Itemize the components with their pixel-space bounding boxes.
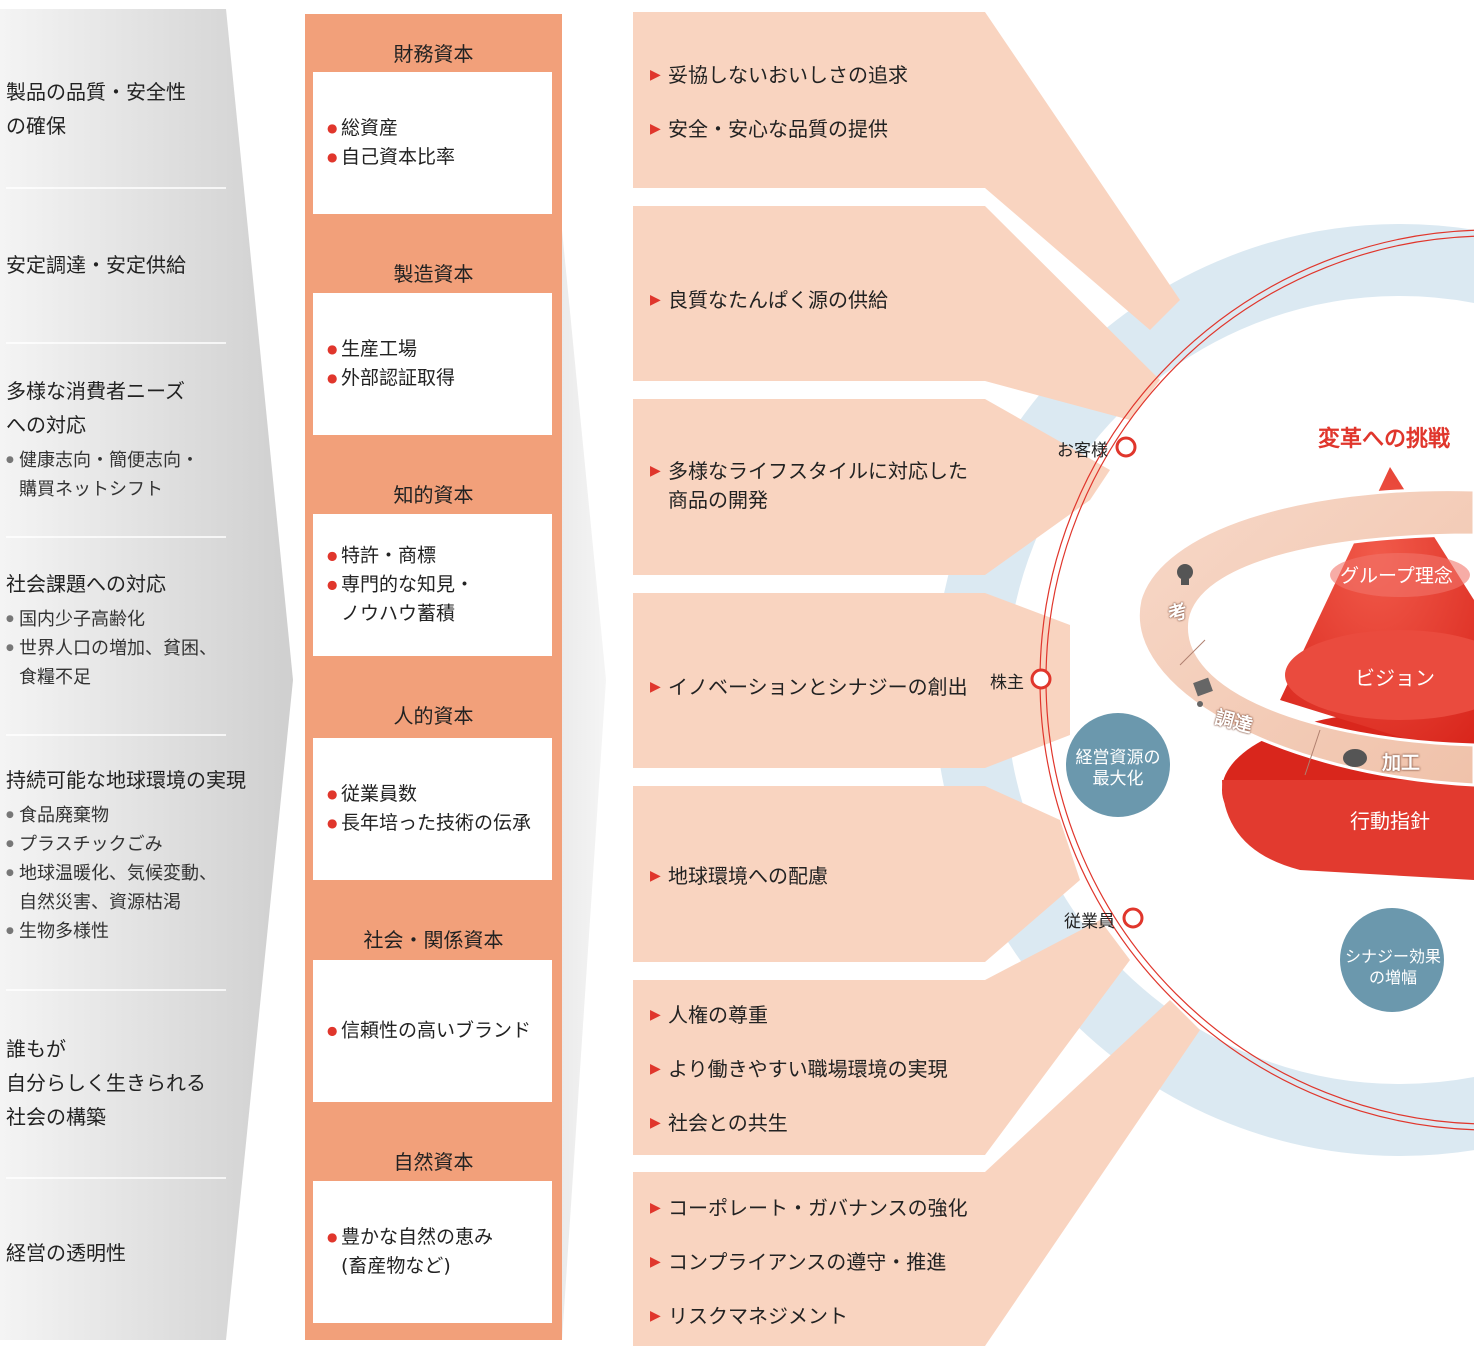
bubble-left [1066,713,1170,817]
issue-subitem: 健康志向・簡便志向・ 購買ネットシフト [6,446,276,504]
sausage-icon [1343,749,1367,767]
vision-label: ビジョン [1355,666,1435,690]
issue-block: 社会課題への対応国内少子高齢化世界人口の増加、貧困、 食糧不足 [6,567,276,692]
center-title: 変革への挑戦 [1318,427,1451,452]
capital-item: 信頼性の高いブランド [327,1017,531,1046]
capital-item: 自己資本比率 [327,143,455,172]
value-item: 安全・安心な品質の提供 [650,115,988,144]
lightbulb-icon [1177,564,1193,585]
value-item: 地球環境への配慮 [650,862,988,891]
action-label: 行動指針 [1350,809,1430,833]
issue-title: 多様な消費者ニーズ への対応 [6,379,185,437]
issue-title: 安定調達・安定供給 [6,253,186,277]
shareholder-node [1030,668,1052,690]
capital-heading: 製造資本 [393,262,474,286]
shareholder-label: 株主 [990,673,1024,693]
issue-subitem: 生物多様性 [6,917,276,946]
capital-item: 従業員数 [327,780,531,809]
capital-item: 専門的な知見・ ノウハウ蓄積 [327,571,474,629]
cart-icon [1193,677,1213,707]
issue-subitem: 食品廃棄物 [6,801,276,830]
value-item: 人権の尊重 [650,1001,988,1030]
employee-label: 従業員 [1064,912,1115,932]
value-item: 妥協しないおいしさの追求 [650,61,988,90]
value-item: コンプライアンスの遵守・推進 [650,1248,988,1277]
capital-box: 特許・商標専門的な知見・ ノウハウ蓄積 [313,514,552,656]
capital-item: 生産工場 [327,335,455,364]
capital-heading: 社会・関係資本 [363,928,504,952]
capital-box: 従業員数長年培った技術の伝承 [313,738,552,880]
issue-title: 経営の透明性 [6,1241,126,1265]
issue-subitem: 地球温暖化、気候変動、 自然災害、資源枯渇 [6,859,276,917]
capital-box: 総資産自己資本比率 [313,72,552,214]
issue-subitem: プラスチックごみ [6,830,276,859]
capital-box: 生産工場外部認証取得 [313,293,552,435]
capital-item: 総資産 [327,114,455,143]
capital-item: 豊かな自然の恵み (畜産物など) [327,1223,493,1281]
value-item: コーポレート・ガバナンスの強化 [650,1194,988,1223]
capitals-column-bg [305,14,562,1340]
bubble-right [1340,908,1444,1012]
capital-heading: 人的資本 [393,704,474,728]
issue-block: 経営の透明性 [6,1236,276,1270]
issue-title: 社会課題への対応 [6,572,166,596]
issue-subitem: 国内少子高齢化 [6,605,276,634]
issue-block: 安定調達・安定供給 [6,248,276,282]
employee-node [1122,907,1144,929]
process-label: 加工 [1382,752,1421,774]
capital-heading: 知的資本 [393,483,474,507]
bubble-left-text: 経営資源の 最大化 [1075,748,1161,789]
customer-node [1115,436,1137,458]
issue-block: 多様な消費者ニーズ への対応健康志向・簡便志向・ 購買ネットシフト [6,374,276,504]
value-item: イノベーションとシナジーの創出 [650,673,988,702]
value-item: より働きやすい職場環境の実現 [650,1055,988,1084]
vision-ellipse [1285,630,1474,720]
capital-heading: 自然資本 [393,1150,474,1174]
bubble-right-text: シナジー効果 の増幅 [1344,947,1441,987]
capital-box: 信頼性の高いブランド [313,960,552,1102]
capital-box: 豊かな自然の恵み (畜産物など) [313,1181,552,1323]
value-item: 多様なライフスタイルに対応した 商品の開発 [650,457,988,515]
issue-title: 持続可能な地球環境の実現 [6,768,246,792]
issue-block: 製品の品質・安全性 の確保 [6,75,276,143]
issue-title: 誰もが 自分らしく生きられる 社会の構築 [6,1037,206,1129]
issue-title: 製品の品質・安全性 の確保 [6,80,186,138]
value-item: 良質なたんぱく源の供給 [650,286,988,315]
value-item: 社会との共生 [650,1109,988,1138]
issue-block: 持続可能な地球環境の実現食品廃棄物プラスチックごみ地球温暖化、気候変動、 自然災… [6,763,276,946]
issue-subitem: 世界人口の増加、貧困、 食糧不足 [6,634,276,692]
customer-label: お客様 [1057,441,1108,461]
capital-item: 長年培った技術の伝承 [327,809,531,838]
philosophy-label: グループ理念 [1340,565,1453,587]
value-item: リスクマネジメント [650,1302,988,1331]
issue-dividers [6,187,226,1179]
capital-item: 特許・商標 [327,542,474,571]
capital-heading: 財務資本 [393,42,474,66]
capital-item: 外部認証取得 [327,364,455,393]
philosophy-ellipse [1330,553,1470,597]
issue-block: 誰もが 自分らしく生きられる 社会の構築 [6,1032,276,1134]
